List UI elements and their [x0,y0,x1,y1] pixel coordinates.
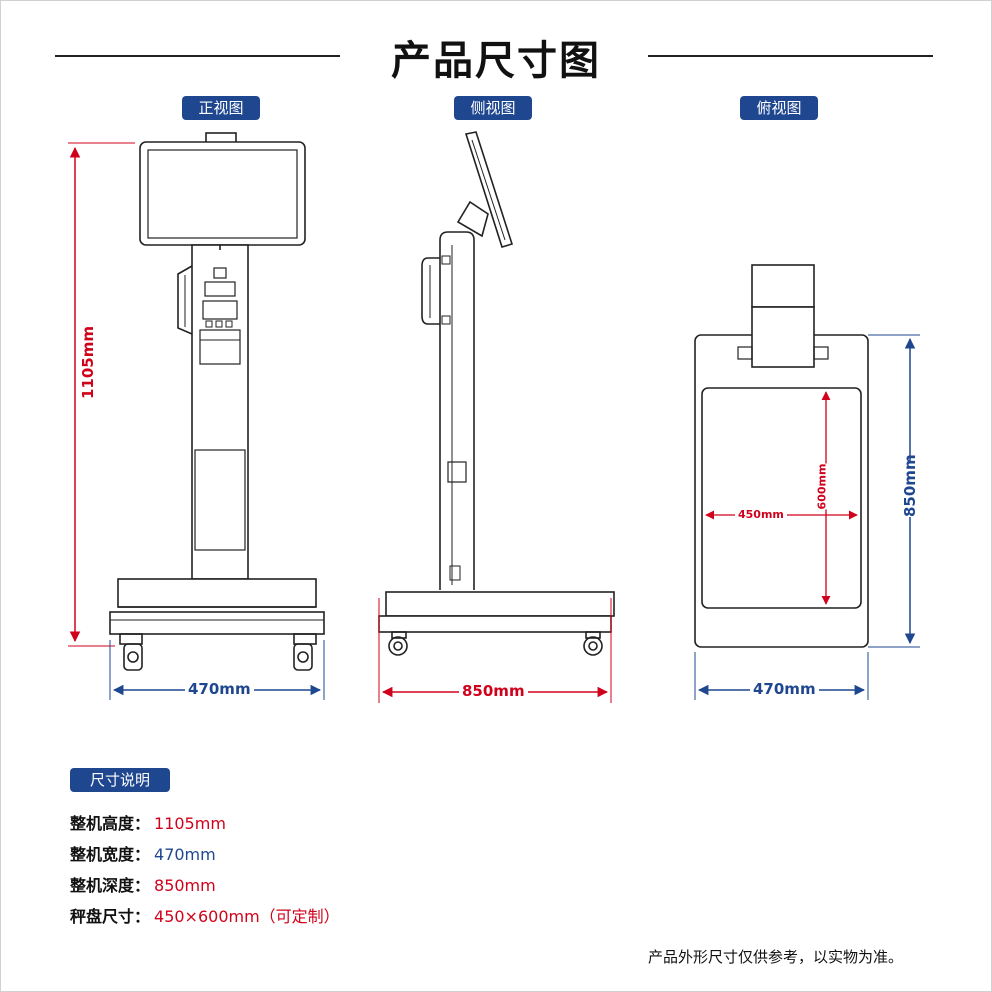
front-height-label: 1105mm [79,325,97,399]
spec-depth: 整机深度：850mm [70,872,216,896]
platter-depth-label: 600mm [815,463,829,510]
front-screen-frame [139,141,306,246]
side-view-tag: 侧视图 [454,96,532,120]
front-column [191,244,249,580]
spec-value: 450×600mm（可定制） [154,907,340,926]
front-camera-small [213,267,227,279]
spec-height: 整机高度：1105mm [70,810,226,834]
front-screen-panel [147,149,298,239]
front-printer-module [199,329,241,365]
front-display-module [204,281,236,297]
spec-value: 850mm [154,876,216,895]
title-rule-left [55,55,340,57]
side-column [439,231,475,590]
front-base-top [117,578,317,608]
disclaimer-note: 产品外形尺寸仅供参考，以实物为准。 [648,948,904,966]
platter-width-label: 450mm [735,508,787,521]
title-rule-right [648,55,933,57]
spec-width: 整机宽度：470mm [70,841,216,865]
spec-label: 整机高度： [70,814,151,833]
side-base-frame [378,615,612,633]
spec-value: 470mm [154,845,216,864]
front-handle [177,265,193,335]
top-view-drawing [694,264,869,648]
spec-label: 整机深度： [70,876,151,895]
front-keypad-module [202,300,238,320]
top-screen-block [751,264,815,308]
top-width-label: 470mm [750,680,819,698]
side-screen-mount [456,200,489,238]
top-column-block [751,306,815,368]
spec-label: 整机宽度： [70,845,151,864]
side-handle [421,257,440,325]
front-caster-right [293,633,317,671]
spec-platter: 秤盘尺寸：450×600mm（可定制） [70,903,340,927]
page-title: 产品尺寸图 [391,38,601,84]
top-platter [701,387,862,609]
spec-label: 秤盘尺寸： [70,907,151,926]
side-depth-label: 850mm [459,682,528,700]
side-caster-left [388,631,408,656]
specs-heading: 尺寸说明 [70,768,170,792]
spec-value: 1105mm [154,814,226,833]
side-base-top [385,591,615,617]
side-screen [464,131,514,248]
front-base-frame [109,611,325,635]
top-view-tag: 俯视图 [740,96,818,120]
front-height-dimension [68,142,135,647]
side-port [447,461,467,483]
front-caster-left [119,633,143,671]
front-view-tag: 正视图 [182,96,260,120]
front-width-label: 470mm [185,680,254,698]
top-depth-label: 850mm [901,454,919,517]
front-view-drawing [109,132,325,671]
front-access-panel [194,449,246,551]
side-caster-right [583,631,603,656]
side-view-drawing [378,131,615,656]
